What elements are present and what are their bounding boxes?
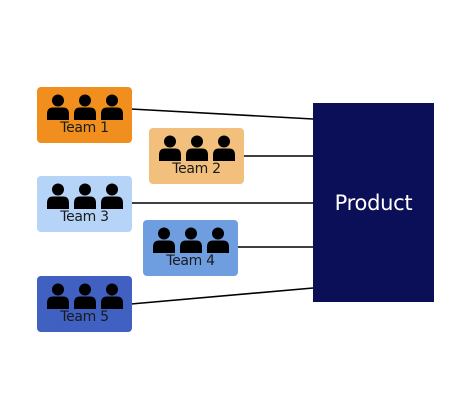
- connector-team-5: [130, 287, 314, 305]
- person-icon: [185, 135, 209, 161]
- person-icon: [46, 283, 70, 309]
- team-box-4: Team 4: [143, 220, 238, 276]
- team-label: Team 3: [60, 209, 109, 225]
- product-label: Product: [334, 190, 413, 215]
- person-icon: [73, 94, 97, 120]
- team-label: Team 1: [60, 120, 109, 136]
- team-box-2: Team 2: [149, 128, 244, 184]
- person-icon: [73, 283, 97, 309]
- team-box-1: Team 1: [37, 87, 132, 143]
- person-icon: [46, 183, 70, 209]
- person-icon: [152, 227, 176, 253]
- person-icon: [100, 283, 124, 309]
- team-icons: [46, 94, 124, 120]
- person-icon: [206, 227, 230, 253]
- team-icons: [46, 283, 124, 309]
- team-icons: [46, 183, 124, 209]
- connector-team-1: [130, 108, 314, 120]
- person-icon: [212, 135, 236, 161]
- team-icons: [152, 227, 230, 253]
- person-icon: [73, 183, 97, 209]
- person-icon: [100, 94, 124, 120]
- person-icon: [158, 135, 182, 161]
- team-label: Team 5: [60, 309, 109, 325]
- team-label: Team 2: [172, 161, 221, 177]
- person-icon: [179, 227, 203, 253]
- product-box: Product: [313, 103, 434, 302]
- person-icon: [100, 183, 124, 209]
- team-icons: [158, 135, 236, 161]
- team-box-3: Team 3: [37, 176, 132, 232]
- team-box-5: Team 5: [37, 276, 132, 332]
- person-icon: [46, 94, 70, 120]
- team-label: Team 4: [166, 253, 215, 269]
